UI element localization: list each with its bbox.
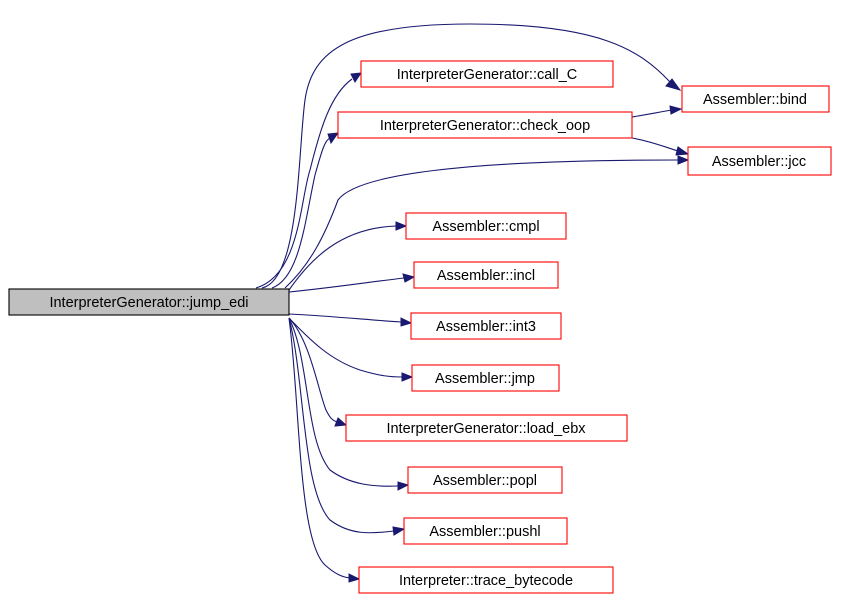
node-pushl-label: Assembler::pushl — [429, 524, 540, 540]
arrow-bind — [665, 78, 682, 91]
node-cmpl-label: Assembler::cmpl — [432, 219, 539, 235]
node-incl[interactable]: Assembler::incl — [413, 261, 559, 289]
arrow-jmp — [401, 372, 414, 382]
node-check_oop[interactable]: InterpreterGenerator::check_oop — [337, 111, 633, 139]
node-bind[interactable]: Assembler::bind — [681, 85, 830, 113]
arrow-pushl — [392, 526, 406, 536]
edges — [255, 23, 690, 583]
node-jcc-label: Assembler::jcc — [712, 154, 806, 170]
arrow-cmpl — [395, 221, 408, 231]
node-load_ebx-label: InterpreterGenerator::load_ebx — [386, 421, 586, 437]
node-jmp-label: Assembler::jmp — [435, 371, 535, 387]
node-int3-label: Assembler::int3 — [436, 319, 536, 335]
edge-jump_edi-pushl — [288, 317, 395, 534]
node-call_C-label: InterpreterGenerator::call_C — [397, 67, 578, 83]
arrow-check_oop-jcc — [675, 146, 690, 156]
node-trace_bytecode[interactable]: Interpreter::trace_bytecode — [358, 566, 614, 594]
arrow-check_oop — [327, 132, 340, 145]
edge-jump_edi-int3 — [288, 313, 402, 323]
node-load_ebx[interactable]: InterpreterGenerator::load_ebx — [345, 414, 628, 442]
edge-check_oop-jcc — [631, 137, 679, 152]
arrow-call_C — [350, 72, 363, 83]
node-pushl[interactable]: Assembler::pushl — [403, 517, 568, 545]
node-cmpl[interactable]: Assembler::cmpl — [405, 212, 567, 240]
node-call_C[interactable]: InterpreterGenerator::call_C — [360, 60, 614, 88]
node-check_oop-label: InterpreterGenerator::check_oop — [380, 118, 590, 134]
node-popl-label: Assembler::popl — [433, 473, 537, 489]
arrow-check_oop-bind — [669, 105, 683, 115]
edge-jump_edi-call_C — [255, 78, 353, 289]
edge-jump_edi-load_ebx — [288, 317, 338, 423]
edge-jump_edi-cmpl — [288, 225, 397, 291]
node-incl-label: Assembler::incl — [437, 268, 535, 284]
arrow-trace_bytecode — [348, 573, 361, 583]
arrow-int3 — [400, 317, 413, 327]
edge-check_oop-bind — [631, 109, 673, 118]
node-int3[interactable]: Assembler::int3 — [410, 312, 562, 340]
root-node[interactable]: InterpreterGenerator::jump_edi — [8, 288, 290, 316]
edge-jump_edi-trace_bytecode — [288, 317, 351, 579]
arrow-popl — [397, 481, 410, 491]
node-jcc[interactable]: Assembler::jcc — [687, 146, 832, 176]
edge-jump_edi-incl — [288, 277, 405, 293]
arrow-jcc — [677, 155, 690, 165]
node-trace_bytecode-label: Interpreter::trace_bytecode — [399, 573, 573, 589]
arrow-load_ebx — [334, 417, 348, 427]
node-jmp[interactable]: Assembler::jmp — [411, 364, 560, 392]
edge-jump_edi-jmp — [288, 317, 403, 378]
node-bind-label: Assembler::bind — [703, 92, 807, 108]
edge-jump_edi-jcc — [284, 159, 679, 289]
edge-jump_edi-check_oop — [271, 137, 331, 289]
root-node-label: InterpreterGenerator::jump_edi — [49, 295, 248, 311]
arrow-incl — [402, 273, 416, 283]
edge-jump_edi-bind — [261, 23, 671, 289]
node-popl[interactable]: Assembler::popl — [407, 466, 563, 494]
edge-jump_edi-popl — [288, 317, 399, 487]
